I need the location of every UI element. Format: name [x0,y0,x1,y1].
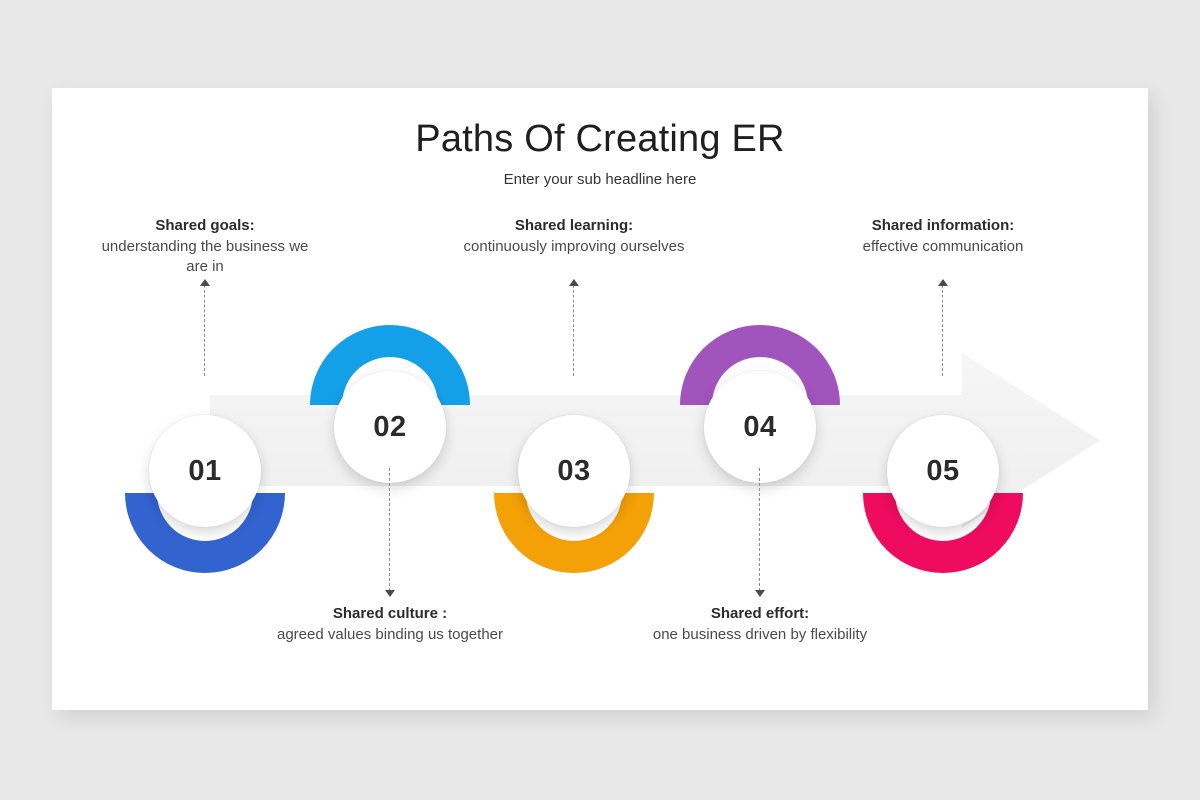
slide-card: Paths Of Creating ER Enter your sub head… [52,88,1148,710]
step-ring-1 [125,492,285,573]
caption-step-3: Shared learning: continuously improving … [459,216,689,257]
step-node-1[interactable]: 01 [125,413,285,573]
caption-body: one business driven by flexibility [652,626,868,643]
caption-body: understanding the business we are in [101,238,309,275]
step-number-3: 03 [518,415,630,527]
connector-arrowhead-icon [200,279,210,286]
connector-step-2 [383,468,397,597]
caption-title: Shared culture : [332,605,448,622]
caption-title: Shared learning: [514,217,634,234]
step-number-4: 04 [704,371,816,483]
connector-line [204,280,205,376]
connector-arrowhead-icon [569,279,579,286]
step-node-2[interactable]: 02 [310,325,470,485]
step-number-2: 02 [334,371,446,483]
caption-step-4: Shared effort: one business driven by fl… [645,604,875,645]
step-ring-4 [680,325,840,406]
step-node-3[interactable]: 03 [494,413,654,573]
page-subtitle: Enter your sub headline here [503,171,697,188]
step-ring-2 [310,325,470,406]
connector-step-3 [567,279,581,376]
connector-step-1 [198,279,212,376]
caption-step-1: Shared goals: understanding the business… [90,216,320,277]
step-node-4[interactable]: 04 [680,325,840,485]
connector-arrowhead-icon [938,279,948,286]
connector-line [759,468,760,596]
connector-arrowhead-icon [755,590,765,597]
connector-step-5 [936,279,950,376]
caption-title: Shared information: [871,217,1015,234]
caption-step-2: Shared culture : agreed values binding u… [275,604,505,645]
step-number-5: 05 [887,415,999,527]
connector-step-4 [753,468,767,597]
caption-title: Shared goals: [155,217,255,234]
connector-line [573,280,574,376]
caption-body: agreed values binding us together [277,626,503,643]
connector-line [942,280,943,376]
caption-body: effective communication [862,238,1024,255]
page-title: Paths Of Creating ER [415,118,785,160]
step-ring-3 [494,492,654,573]
caption-title: Shared effort: [710,605,810,622]
connector-line [389,468,390,596]
step-ring-5 [863,492,1023,573]
step-node-5[interactable]: 05 [863,413,1023,573]
step-number-1: 01 [149,415,261,527]
connector-arrowhead-icon [385,590,395,597]
caption-step-5: Shared information: effective communicat… [828,216,1058,257]
caption-body: continuously improving ourselves [463,238,685,255]
